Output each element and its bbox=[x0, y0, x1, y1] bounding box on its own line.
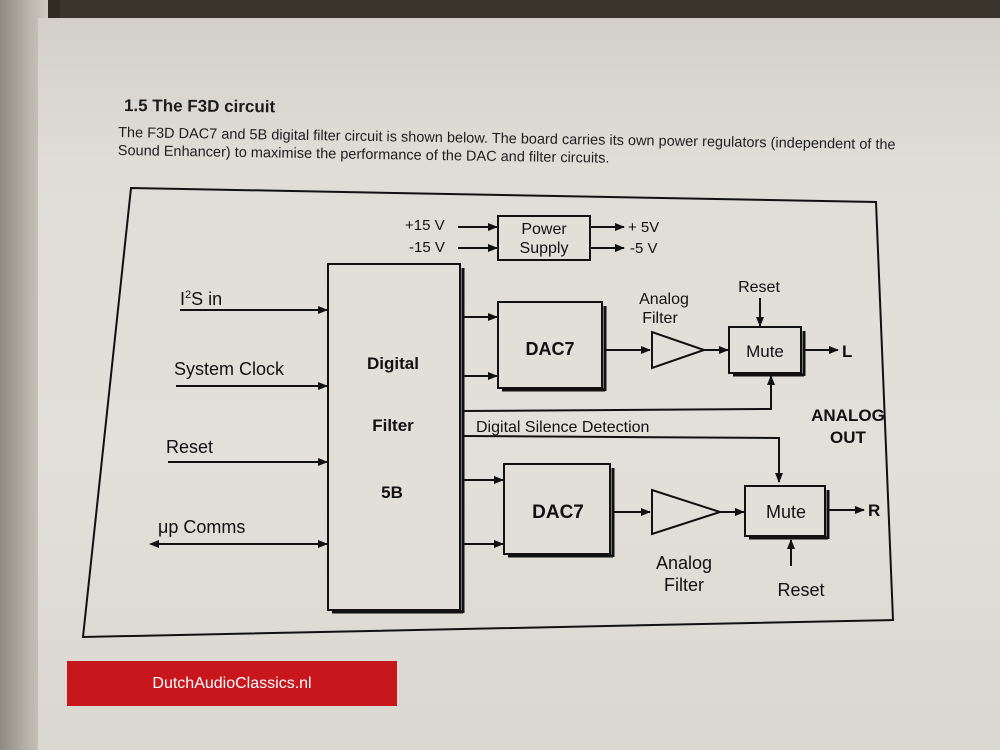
silence-to-mute-top-line bbox=[462, 375, 775, 412]
silence-to-mute-bottom-line bbox=[462, 435, 783, 483]
power-supply-block bbox=[497, 215, 591, 261]
mute-top-label: Mute bbox=[746, 342, 784, 361]
input-reset-label: Reset bbox=[166, 437, 213, 457]
watermark-banner: DutchAudioClassics.nl bbox=[67, 661, 397, 706]
input-i2s-label: I2S in bbox=[180, 289, 222, 309]
power-supply-label-1: Power bbox=[521, 221, 567, 238]
digital-filter-label-2: Filter bbox=[372, 416, 414, 435]
reset-bottom-label: Reset bbox=[777, 580, 824, 600]
digital-filter-label-3: 5B bbox=[381, 483, 403, 502]
power-in-neg-label: -15 V bbox=[409, 239, 445, 256]
dac-top-block bbox=[497, 301, 603, 389]
analog-filter-bottom-label-2: Filter bbox=[664, 575, 704, 595]
mute-bottom-block bbox=[744, 485, 826, 537]
diagram-frame bbox=[81, 186, 895, 639]
analog-filter-top-label-2: Filter bbox=[642, 310, 678, 327]
digital-silence-detection-label: Digital Silence Detection bbox=[476, 419, 649, 436]
analog-out-label-2: OUT bbox=[830, 428, 867, 447]
analog-filter-bottom-label-1: Analog bbox=[656, 553, 712, 573]
power-out-pos-label: + 5V bbox=[628, 219, 659, 236]
power-in-pos-label: +15 V bbox=[405, 217, 445, 234]
mute-bottom-label: Mute bbox=[766, 502, 806, 522]
dac-bottom-block bbox=[503, 463, 611, 555]
dac-top-label: DAC7 bbox=[525, 339, 574, 359]
dac-bottom-label: DAC7 bbox=[532, 502, 584, 523]
input-system-clock-label: System Clock bbox=[174, 359, 285, 379]
power-out-neg-label: -5 V bbox=[630, 240, 658, 257]
input-up-comms-label: μp Comms bbox=[158, 517, 245, 537]
digital-filter-label-1: Digital bbox=[367, 354, 419, 373]
power-supply-label-2: Supply bbox=[520, 240, 569, 257]
digital-filter-block bbox=[327, 263, 461, 611]
analog-filter-bottom-triangle bbox=[651, 488, 724, 536]
analog-out-label-1: ANALOG bbox=[811, 406, 885, 425]
output-left-label: L bbox=[842, 342, 852, 361]
reset-top-label: Reset bbox=[738, 279, 780, 296]
analog-filter-top-triangle bbox=[651, 330, 708, 370]
mute-top-block bbox=[728, 326, 802, 374]
output-right-label: R bbox=[868, 501, 880, 520]
analog-filter-top-label-1: Analog bbox=[639, 291, 689, 308]
